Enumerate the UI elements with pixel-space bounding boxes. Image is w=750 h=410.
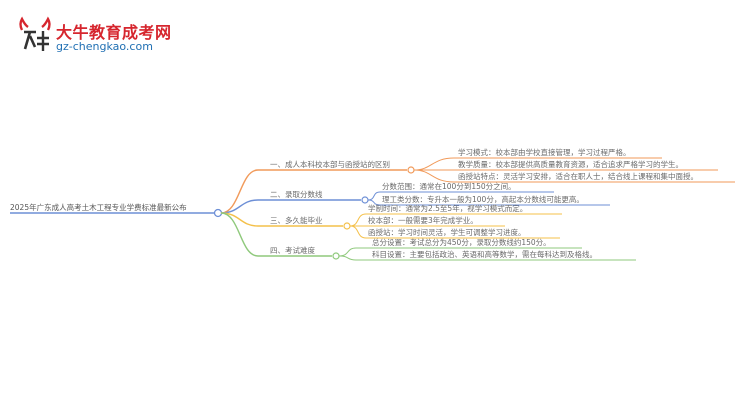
- branch-3-leaf-3-connector: [349, 225, 367, 239]
- branch-3-leaf-1: 学制时间：通常为2.5至5年，视学习模式而定。: [368, 203, 527, 213]
- branch-3-leaf-1-connector: [349, 213, 367, 227]
- branch-4-label: 四、考试难度: [270, 245, 315, 255]
- branch-1-node[interactable]: [407, 166, 415, 174]
- site-logo[interactable]: 大牛教育成考网 gz-chengkao.com: [16, 16, 171, 56]
- logo-title: 大牛教育成考网: [56, 23, 172, 42]
- root-node[interactable]: [213, 208, 223, 218]
- branch-4: 四、考试难度 总分设置：考试总分为450分，录取分数线约150分。 科目设置：主…: [220, 212, 636, 261]
- logo-url: gz-chengkao.com: [56, 40, 153, 53]
- branch-2-leaf-1-connector: [367, 191, 381, 201]
- branch-3-label: 三、多久能毕业: [270, 215, 323, 225]
- branch-4-leaf-1: 总分设置：考试总分为450分，录取分数线约150分。: [372, 237, 551, 247]
- branch-2-leaf-2: 理工类分数：专升本一般为100分，高起本分数线可能更高。: [382, 194, 584, 204]
- branch-3: 三、多久能毕业 学制时间：通常为2.5至5年，视学习模式而定。 校本部：一般需要…: [220, 203, 562, 239]
- branch-1-leaf-1: 学习模式：校本部由学校直接管理，学习过程严格。: [458, 147, 631, 157]
- root-label: 2025年广东成人高考土木工程专业学费标准最新公布: [10, 202, 187, 212]
- branch-1: 一、成人本科校本部与函授站的区别 学习模式：校本部由学校直接管理，学习过程严格。…: [220, 147, 735, 214]
- branch-3-leaf-3: 函授站：学习时间灵活，学生可调整学习进度。: [368, 227, 526, 237]
- branch-2-leaf-2-connector: [367, 199, 381, 206]
- branch-4-leaf-2-connector: [338, 255, 357, 261]
- branch-1-leaf-3-connector: [413, 169, 455, 183]
- branch-4-leaf-1-connector: [338, 247, 357, 257]
- branch-1-label: 一、成人本科校本部与函授站的区别: [270, 159, 390, 169]
- branch-2-leaf-1: 分数范围：通常在100分到150分之间。: [382, 181, 516, 191]
- branch-4-node[interactable]: [332, 252, 340, 260]
- branch-1-leaf-3: 函授站特点：灵活学习安排，适合在职人士，结合线上课程和集中面授。: [458, 171, 698, 181]
- branch-2-label: 二、录取分数线: [270, 189, 323, 199]
- branch-1-connector: [220, 169, 259, 214]
- branch-1-leaf-1-connector: [413, 157, 455, 171]
- branch-2-node[interactable]: [361, 196, 369, 204]
- bull-logo-icon: [19, 16, 51, 51]
- branch-4-leaf-2: 科目设置：主要包括政治、英语和高等数学，需在每科达到及格线。: [372, 249, 597, 259]
- branch-1-leaf-2: 教学质量：校本部提供高质量教育资源，适合追求严格学习的学生。: [458, 159, 683, 169]
- branch-3-leaf-2: 校本部：一般需要3年完成学业。: [368, 215, 478, 225]
- branch-4-connector: [220, 212, 259, 257]
- branch-3-node[interactable]: [343, 222, 351, 230]
